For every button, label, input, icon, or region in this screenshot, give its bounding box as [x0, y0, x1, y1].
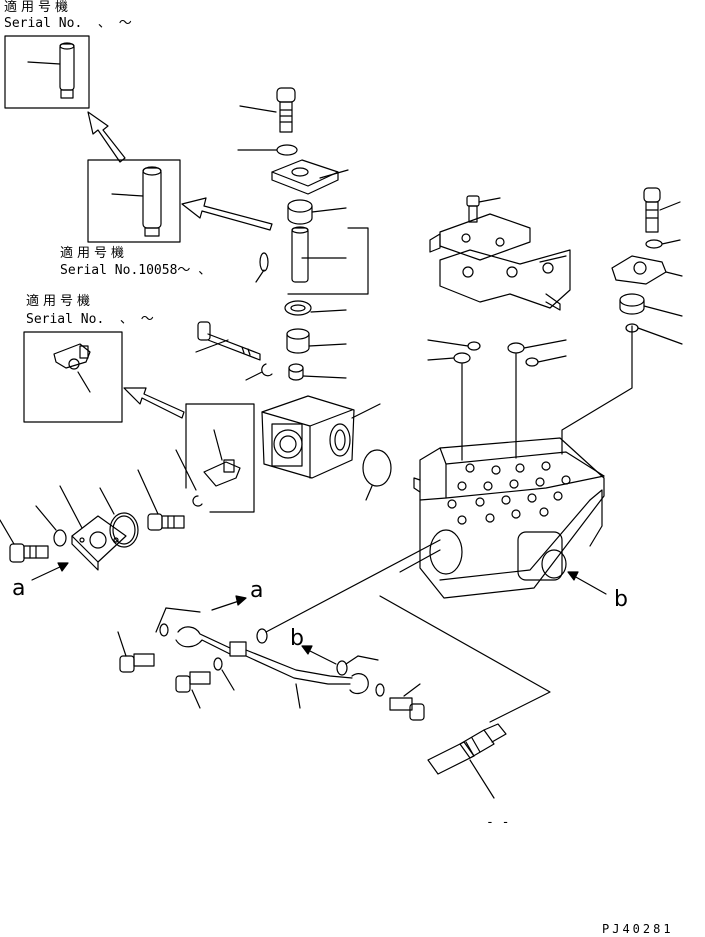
bolt-right [643, 187, 681, 233]
cover-bolt [137, 469, 185, 531]
tube-bolt-2 [175, 671, 211, 709]
bolt-top [239, 87, 296, 133]
plug-right [619, 293, 683, 317]
bearing [286, 328, 347, 354]
applicability-title-1: 適用号機 [4, 0, 73, 15]
ring-small-left [175, 449, 203, 507]
arrow-left-small [123, 387, 185, 419]
pin-highlight-box [255, 226, 369, 295]
applicability-serial-1: Serial No. 、 ～ [4, 16, 132, 31]
relief-valve-block [429, 195, 571, 311]
inset-box-pin-mid [87, 159, 181, 243]
drawing-code: PJ40281 [602, 922, 674, 936]
control-valve-main [413, 437, 605, 599]
arrow-up-left [87, 111, 126, 163]
o-ring-tube-1 [159, 623, 169, 637]
seal-small-2 [427, 352, 471, 364]
callout-a-left: a [12, 576, 26, 601]
tube-bolt-1 [117, 631, 155, 673]
cover-plate [59, 485, 127, 571]
bushing-top [287, 199, 347, 225]
bolt-left [0, 519, 49, 563]
seal-small-4 [525, 355, 567, 367]
seal-ring [284, 300, 347, 316]
callout-b-left: b [290, 626, 304, 651]
leader-valve-to-tube [265, 539, 441, 633]
applicability-title-3: 適用号機 [26, 294, 95, 309]
leader-port-3 [561, 325, 633, 455]
seal-small-1 [427, 339, 481, 351]
washer-left [35, 505, 67, 547]
arrow-a-left [31, 565, 63, 581]
valve-body [261, 395, 381, 479]
o-ring-cover [99, 487, 139, 548]
o-ring-tube-3 [256, 628, 268, 644]
inset-box-pin-old [4, 35, 90, 109]
seal-right [625, 323, 683, 345]
callout-a-right: a [250, 578, 264, 603]
leader-sensor [379, 595, 551, 723]
arrow-b-right-head [567, 571, 579, 581]
leader-sensor-2 [399, 549, 441, 573]
arrow-b-right [573, 575, 607, 595]
applicability-serial-3: Serial No. 、 ～ [26, 312, 154, 327]
bottom-dashes: - - [486, 815, 510, 830]
arrow-b-left-head [301, 645, 313, 655]
o-ring-tube-4 [336, 660, 348, 676]
pressure-sensor [427, 723, 507, 799]
retainer-plate [271, 159, 349, 195]
applicability-title-2: 適用号機 [60, 246, 129, 261]
snap-ring [245, 363, 273, 381]
bushing-small [288, 363, 347, 381]
seal-small-3 [507, 339, 567, 354]
flange-right [611, 255, 683, 285]
tube-bolt-3 [389, 683, 425, 721]
arrow-left-large [181, 197, 273, 231]
washer-top [237, 144, 298, 156]
o-ring-right [362, 449, 392, 501]
arrow-b-left [307, 649, 337, 665]
callout-b-right: b [614, 587, 628, 612]
arrow-a-right-head [235, 595, 247, 606]
fitting-box [185, 403, 255, 513]
inset-box-fitting [23, 331, 123, 423]
o-ring-tube-2 [213, 657, 235, 691]
tube-assembly [155, 607, 379, 709]
washer-right [645, 239, 681, 249]
applicability-serial-2: Serial No.10058～ 、 [60, 263, 212, 278]
arrow-a-left-head [57, 562, 69, 572]
o-ring-tube-5 [375, 683, 385, 697]
long-bolt [195, 321, 261, 361]
